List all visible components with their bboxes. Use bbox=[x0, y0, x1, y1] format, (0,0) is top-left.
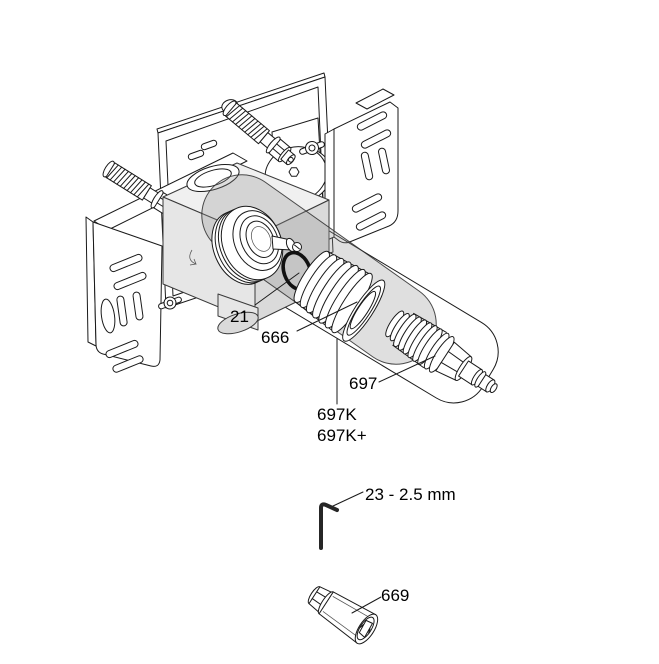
bracket-bolt bbox=[158, 296, 182, 310]
plate-screw-top bbox=[299, 141, 325, 155]
label-cartridge: 666 bbox=[261, 328, 289, 347]
label-hex-key: 23 - 2.5 mm bbox=[365, 485, 456, 504]
leader-666 bbox=[296, 301, 358, 332]
leader-697 bbox=[378, 355, 436, 383]
collar-stem bbox=[271, 235, 302, 253]
valve-collar bbox=[211, 205, 284, 285]
label-kit-plus: 697K+ bbox=[317, 426, 367, 445]
hex-hole bbox=[288, 167, 300, 177]
leader-hex-key bbox=[332, 491, 364, 507]
label-socket: 669 bbox=[381, 586, 409, 605]
right-bracket bbox=[324, 88, 399, 244]
label-oring: 21 bbox=[230, 307, 249, 326]
hex-key bbox=[319, 491, 364, 550]
label-kit: 697K bbox=[317, 405, 357, 424]
cartridge-666 bbox=[293, 250, 386, 342]
leader-socket bbox=[351, 596, 382, 614]
extension-697 bbox=[385, 310, 498, 394]
socket-tool-669 bbox=[307, 586, 379, 645]
leader-21 bbox=[254, 272, 300, 306]
label-extension: 697 bbox=[349, 374, 377, 393]
spring-screw-top bbox=[222, 100, 296, 166]
